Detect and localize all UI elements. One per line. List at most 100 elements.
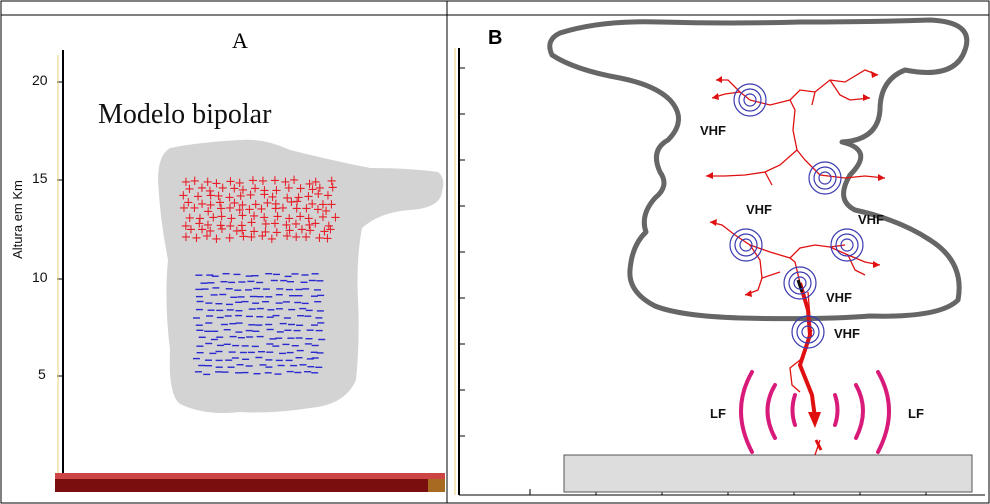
negative-charges	[193, 273, 326, 376]
positive-charge-mark: +	[217, 181, 228, 196]
positive-charge-mark: +	[231, 224, 242, 239]
a-ground-corner	[428, 479, 445, 492]
vhf-label: VHF	[746, 202, 772, 217]
positive-charge-mark: +	[202, 175, 213, 190]
panel-b-graphic	[454, 17, 985, 496]
vhf-label: VHF	[834, 326, 860, 341]
positive-charge-mark: +	[326, 197, 337, 212]
positive-charge-mark: +	[297, 223, 308, 238]
positive-charge-mark: +	[313, 187, 324, 202]
positive-charge-mark: +	[284, 212, 295, 227]
positive-charge-mark: +	[189, 174, 200, 189]
positive-charge-mark: +	[259, 188, 270, 203]
lf-label: LF	[908, 406, 924, 421]
positive-charge-mark: +	[326, 174, 337, 189]
y-tick-label: 5	[38, 366, 46, 382]
positive-charge-mark: +	[322, 232, 333, 247]
positive-charge-mark: +	[180, 230, 191, 245]
positive-charge-mark: +	[310, 217, 321, 232]
positive-charge-mark: +	[225, 201, 236, 216]
positive-charge-mark: +	[282, 229, 293, 244]
positive-charge-mark: +	[250, 198, 261, 213]
positive-charge-mark: +	[322, 188, 333, 203]
positive-charge-mark: +	[224, 231, 235, 246]
b-ground-box	[563, 454, 973, 493]
positive-charge-mark: +	[314, 181, 325, 196]
positive-charge-mark: +	[191, 231, 202, 246]
positive-charge-mark: +	[318, 210, 329, 225]
positive-charge-mark: +	[203, 218, 214, 233]
positive-charge-mark: +	[318, 198, 329, 213]
vhf-ring-icon	[830, 228, 864, 262]
positive-charge-mark: +	[312, 203, 323, 218]
positive-charge-mark: +	[259, 184, 270, 199]
vhf-ring-icon	[791, 315, 825, 349]
positive-charge-mark: +	[281, 218, 292, 233]
vhf-ring-icon	[783, 266, 817, 300]
positive-charge-mark: +	[286, 195, 297, 210]
vhf-label: VHF	[826, 290, 852, 305]
positive-charge-mark: +	[237, 208, 248, 223]
positive-charge-mark: +	[189, 201, 200, 216]
positive-charge-mark: +	[197, 197, 208, 212]
positive-charge-mark: +	[303, 212, 314, 227]
positive-charge-mark: +	[305, 224, 316, 239]
positive-charge-mark: +	[304, 177, 315, 192]
positive-charge-mark: +	[270, 202, 281, 217]
positive-charge-mark: +	[215, 219, 226, 234]
positive-charge-mark: +	[226, 212, 237, 227]
positive-charge-mark: +	[180, 175, 191, 190]
model-title: Modelo bipolar	[98, 99, 272, 130]
panel-a-label: A	[232, 28, 248, 53]
positive-charge-mark: +	[260, 217, 271, 232]
vhf-label: VHF	[858, 212, 884, 227]
lf-label: LF	[710, 406, 726, 421]
positive-charge-mark: +	[216, 202, 227, 217]
positive-charge-mark: +	[234, 176, 245, 191]
positive-charge-mark: +	[295, 182, 306, 197]
y-tick-label: 15	[32, 170, 48, 186]
positive-charge-mark: +	[193, 190, 204, 205]
positive-charge-mark: +	[213, 189, 224, 204]
positive-charge-mark: +	[244, 202, 255, 217]
positive-charge-mark: +	[291, 230, 302, 245]
positive-charge-mark: +	[327, 180, 338, 195]
positive-charge-mark: +	[197, 223, 208, 238]
positive-charge-mark: +	[271, 184, 282, 199]
positive-charge-mark: +	[246, 215, 257, 230]
positive-charge-mark: +	[323, 219, 334, 234]
return-stroke	[814, 439, 823, 451]
positive-charge-mark: +	[270, 197, 281, 212]
positive-charge-mark: +	[304, 218, 315, 233]
positive-charge-mark: +	[246, 230, 257, 245]
positive-charge-mark: +	[225, 175, 236, 190]
vhf-sources	[729, 83, 864, 349]
positive-charge-mark: +	[186, 223, 197, 238]
positive-charge-mark: +	[319, 224, 330, 239]
positive-charge-mark: +	[266, 232, 277, 247]
positive-charge-mark: +	[215, 195, 226, 210]
positive-charge-mark: +	[205, 188, 216, 203]
positive-charge-mark: +	[179, 201, 190, 216]
leader-tip	[796, 279, 804, 293]
positive-charge-mark: +	[260, 225, 271, 240]
leader-arrowhead	[808, 412, 821, 428]
positive-charge-mark: +	[270, 174, 281, 189]
positive-charge-mark: +	[203, 204, 214, 219]
positive-charge-mark: +	[259, 210, 270, 225]
positive-charge-mark: +	[205, 198, 216, 213]
positive-charge-mark: +	[257, 229, 268, 244]
positive-charge-mark: +	[325, 223, 336, 238]
positive-charge-mark: +	[272, 210, 283, 225]
positive-charge-mark: +	[310, 175, 321, 190]
vhf-ring-icon	[729, 228, 763, 262]
positive-charge-mark: +	[229, 181, 240, 196]
lf-waves	[739, 370, 891, 454]
positive-charge-mark: +	[269, 217, 280, 232]
positive-charge-mark: +	[292, 195, 303, 210]
lightning-branches	[706, 69, 886, 456]
b-axis-ticks	[459, 67, 927, 495]
positive-charge-mark: +	[256, 202, 267, 217]
positive-charge-mark: +	[229, 196, 240, 211]
